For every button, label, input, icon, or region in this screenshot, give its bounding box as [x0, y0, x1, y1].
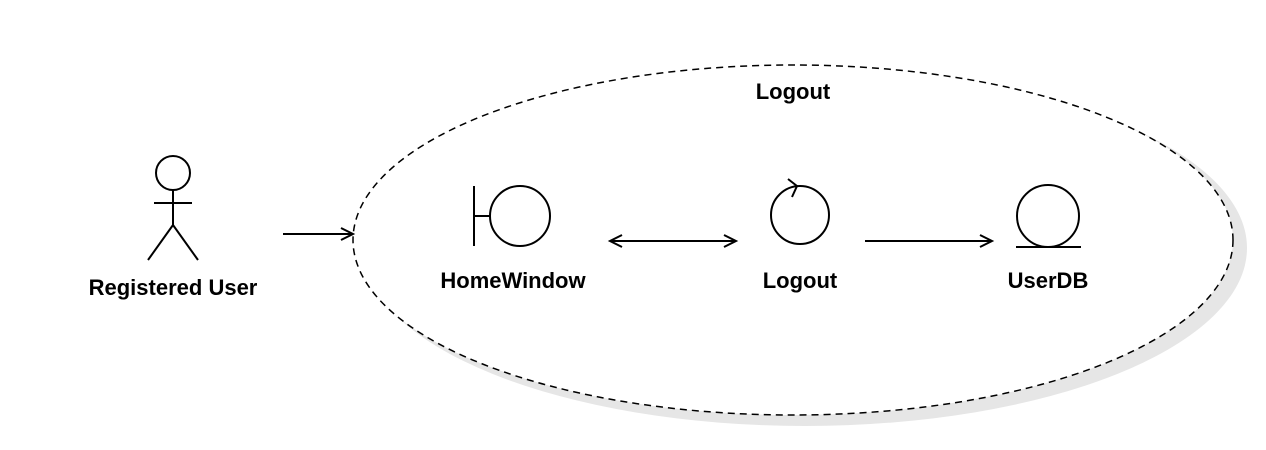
boundary-label: HomeWindow	[440, 268, 586, 293]
entity-object-icon	[1016, 184, 1081, 248]
entity-userdb[interactable]: UserDB	[1008, 184, 1089, 293]
use-case-title: Logout	[756, 79, 831, 104]
use-case-ellipse[interactable]	[352, 64, 1234, 416]
actor-label: Registered User	[89, 275, 258, 300]
boundary-homewindow[interactable]: HomeWindow	[440, 185, 587, 293]
control-logout[interactable]: Logout	[763, 178, 838, 293]
boundary-object-icon	[473, 185, 551, 247]
actor-registered-user[interactable]: Registered User	[89, 155, 258, 300]
control-object-icon	[770, 178, 830, 245]
control-label: Logout	[763, 268, 838, 293]
actor-stick-figure-icon	[147, 155, 199, 261]
entity-label: UserDB	[1008, 268, 1089, 293]
